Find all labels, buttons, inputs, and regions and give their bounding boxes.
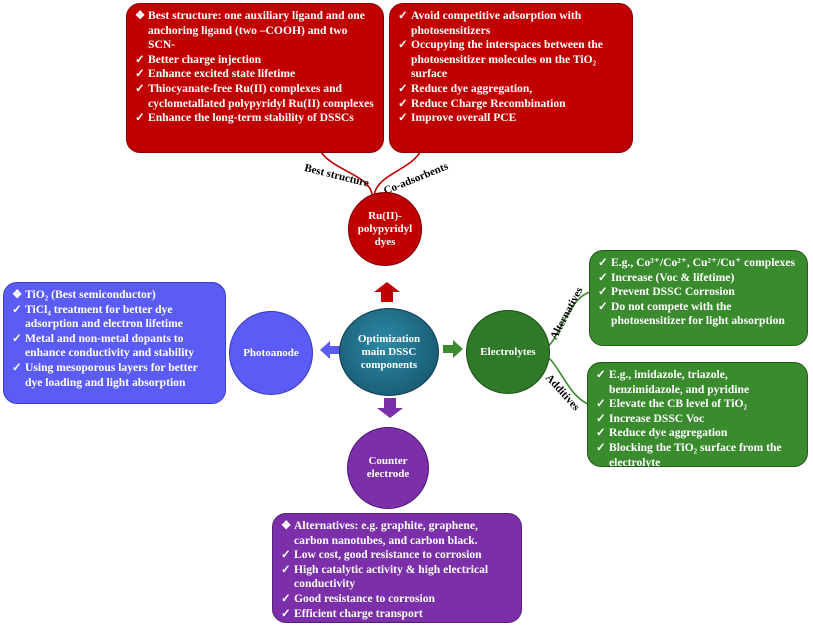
center-optimization-node: Optimization main DSSC components [339,308,439,396]
alternatives-item: ✓Do not compete with the photosensitizer… [598,299,785,328]
photoanode-item: ✓TiCl₄ treatment for better dye adsorpti… [12,302,183,331]
best-structure-item: ✓Enhance excited state lifetime [135,67,296,81]
check-icon: ✓ [281,548,291,562]
arrow-up-icon [374,282,400,302]
photoanode-node: Photoanode [229,311,313,395]
counter-electrode-box: ❖Alternatives: e.g. graphite, graphene, … [272,513,522,623]
check-icon: ✓ [598,270,608,284]
check-icon: ✓ [281,591,291,605]
co-adsorbents-box: ✓Avoid competitive adsorption with photo… [389,3,633,153]
check-icon: ✓ [398,81,408,95]
best-structure-item: ✓Enhance the long-term stability of DSSC… [135,111,354,125]
counter-item: ✓Low cost, good resistance to corrosion [281,548,482,562]
check-icon: ✓ [398,38,408,52]
co-adsorbents-item: ✓Reduce dye aggregation, [398,81,533,95]
check-icon: ✓ [12,331,22,345]
counter-item: ❖Alternatives: e.g. graphite, graphene, … [281,519,478,547]
diamond-bullet-icon: ❖ [12,288,23,301]
ru-polypyridyl-dyes-node: Ru(II)- polypyridyl dyes [348,192,422,266]
node-text: polypyridyl [357,222,413,235]
diamond-bullet-icon: ❖ [281,519,292,532]
additives-item: ✓Increase DSSC Voc [596,411,705,425]
best-structure-item: ❖Best structure: one auxiliary ligand an… [135,9,365,52]
best-structure-box: ❖Best structure: one auxiliary ligand an… [126,3,384,153]
check-icon: ✓ [596,440,606,454]
check-icon: ✓ [281,562,291,576]
node-text: main DSSC [361,345,417,358]
photoanode-item: ❖TiO₂ (Best semiconductor) [12,288,156,301]
co-adsorbents-item: ✓Avoid competitive adsorption with photo… [398,9,582,37]
check-icon: ✓ [596,411,606,425]
additives-item: ✓Elevate the CB level of TiO₂ [596,397,747,411]
alternatives-item: ✓Increase (Voc & lifetime) [598,270,735,284]
co-adsorbents-item: ✓Reduce Charge Recombination [398,96,566,110]
counter-item: ✓High catalytic activity & high electric… [281,562,489,591]
check-icon: ✓ [398,96,408,110]
co-adsorbents-item: ✓Occupying the interspaces between the p… [398,38,603,81]
connector-co-adsorbents [373,151,421,197]
counter-item: ✓Good resistance to corrosion [281,591,435,605]
check-icon: ✓ [12,360,22,374]
check-icon: ✓ [596,368,606,381]
diamond-bullet-icon: ❖ [135,9,146,22]
check-icon: ✓ [135,81,145,95]
connector-best-structure [319,149,373,197]
photoanode-box: ❖TiO₂ (Best semiconductor) ✓TiCl₄ treatm… [3,282,226,404]
node-text: components [360,358,418,371]
check-icon: ✓ [598,285,608,299]
alternatives-item: ✓Prevent DSSC Corrosion [598,285,735,299]
additives-item: ✓Blocking the TiO₂ surface from the elec… [596,440,782,469]
check-icon: ✓ [135,67,145,81]
node-text: Electrolytes [480,345,536,358]
check-icon: ✓ [398,9,408,22]
node-text: dyes [374,235,396,248]
node-text: Optimization [357,332,421,345]
check-icon: ✓ [398,111,408,125]
node-text: Counter [368,455,408,467]
photoanode-item: ✓Using mesoporous layers for better dye … [12,360,198,389]
check-icon: ✓ [135,52,145,66]
additives-item: ✓Reduce dye aggregation [596,426,728,440]
check-icon: ✓ [596,397,606,411]
check-icon: ✓ [598,299,608,313]
arrow-down-icon [377,398,403,418]
photoanode-item: ✓Metal and non-metal dopants to enhance … [12,331,195,360]
alternatives-item: ✓E.g., Co³⁺/Co²⁺, Cu²⁺/Cu⁺ complexes [598,256,796,269]
alternatives-box: ✓E.g., Co³⁺/Co²⁺, Cu²⁺/Cu⁺ complexes ✓In… [589,250,808,346]
node-text: Photoanode [243,346,299,359]
arrow-left-icon [320,341,340,359]
counter-item: ✓Efficient charge transport [281,606,423,620]
best-structure-item: ✓Better charge injection [135,52,262,66]
node-text: electrode [366,468,410,480]
check-icon: ✓ [135,111,145,125]
check-icon: ✓ [598,256,608,269]
check-icon: ✓ [12,302,22,316]
counter-electrode-node: Counter electrode [347,427,429,509]
co-adsorbents-item: ✓Improve overall PCE [398,111,517,125]
additives-box: ✓E.g., imidazole, triazole, benzimidazol… [587,362,808,469]
additives-item: ✓E.g., imidazole, triazole, benzimidazol… [596,368,750,396]
electrolytes-node: Electrolytes [466,310,550,394]
check-icon: ✓ [281,606,291,620]
node-text: Ru(II)- [368,209,402,222]
best-structure-item: ✓Thiocyanate-free Ru(II) complexes and c… [135,81,374,110]
arrow-right-icon [443,340,463,358]
check-icon: ✓ [596,426,606,440]
